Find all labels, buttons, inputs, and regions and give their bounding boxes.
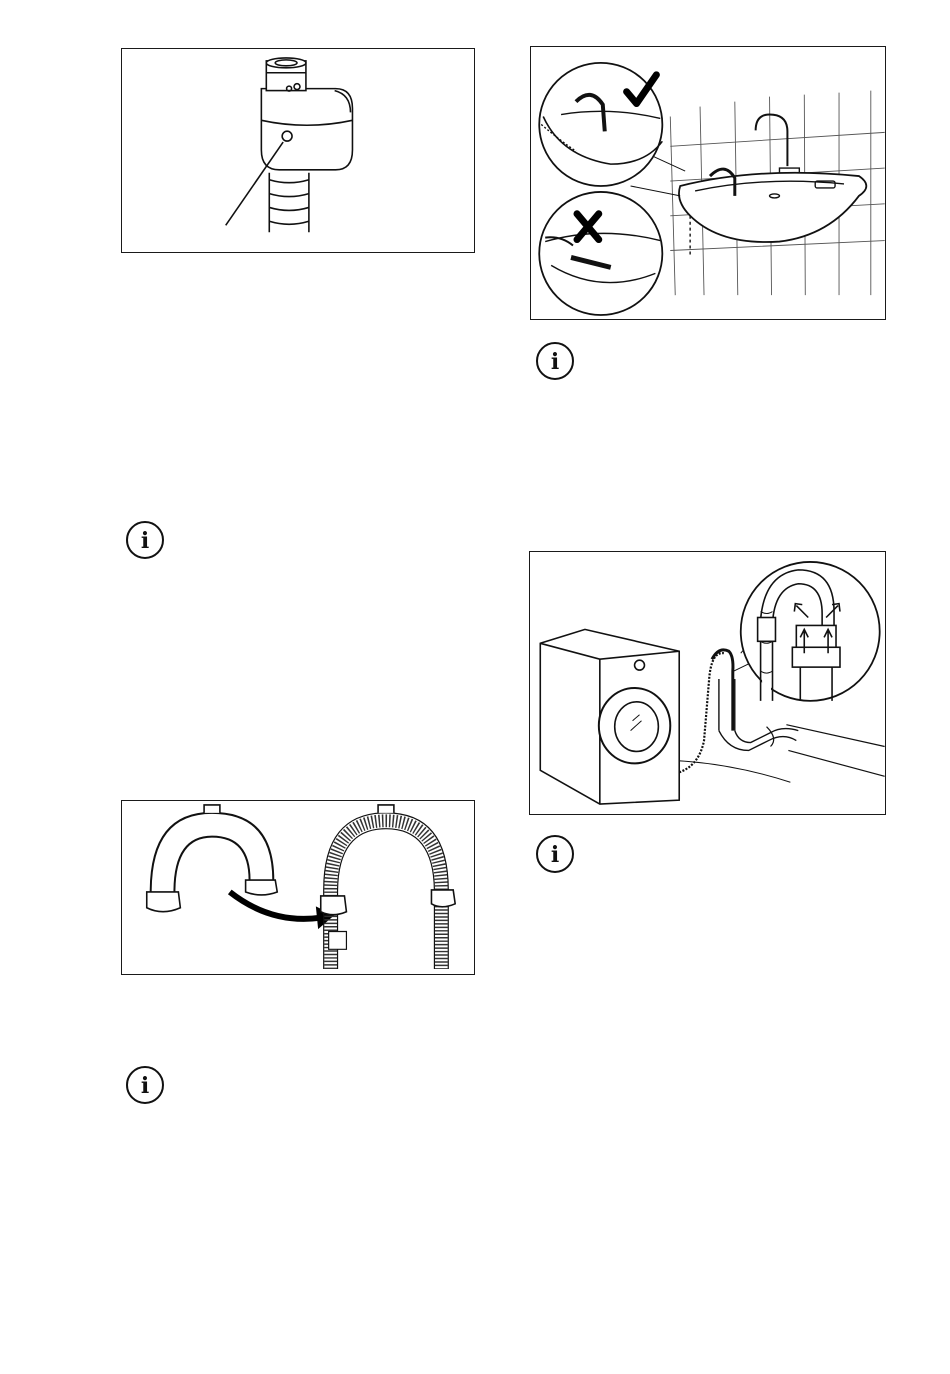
info-note-icon-4: i	[125, 1065, 165, 1105]
info-icon: i	[535, 834, 575, 874]
sink-hose-placement-illustration	[531, 47, 885, 319]
info-icon: i	[125, 1065, 165, 1105]
hose-guide-attach-illustration	[122, 801, 474, 974]
info-note-icon-2: i	[125, 520, 165, 560]
info-icon: i	[535, 341, 575, 381]
figure-water-stop-valve	[121, 48, 475, 253]
figure-sink-hose-placement	[530, 46, 886, 320]
info-icon: i	[125, 520, 165, 560]
figure-washer-drain-standpipe	[529, 551, 886, 815]
figure-hose-guide-attach	[121, 800, 475, 975]
svg-text:i: i	[141, 528, 149, 554]
svg-text:i: i	[551, 842, 559, 868]
water-stop-valve-illustration	[122, 49, 474, 252]
svg-text:i: i	[551, 349, 559, 375]
washer-drain-standpipe-illustration	[530, 552, 885, 814]
info-note-icon-3: i	[535, 834, 575, 874]
info-note-icon-1: i	[535, 341, 575, 381]
svg-text:i: i	[141, 1073, 149, 1099]
